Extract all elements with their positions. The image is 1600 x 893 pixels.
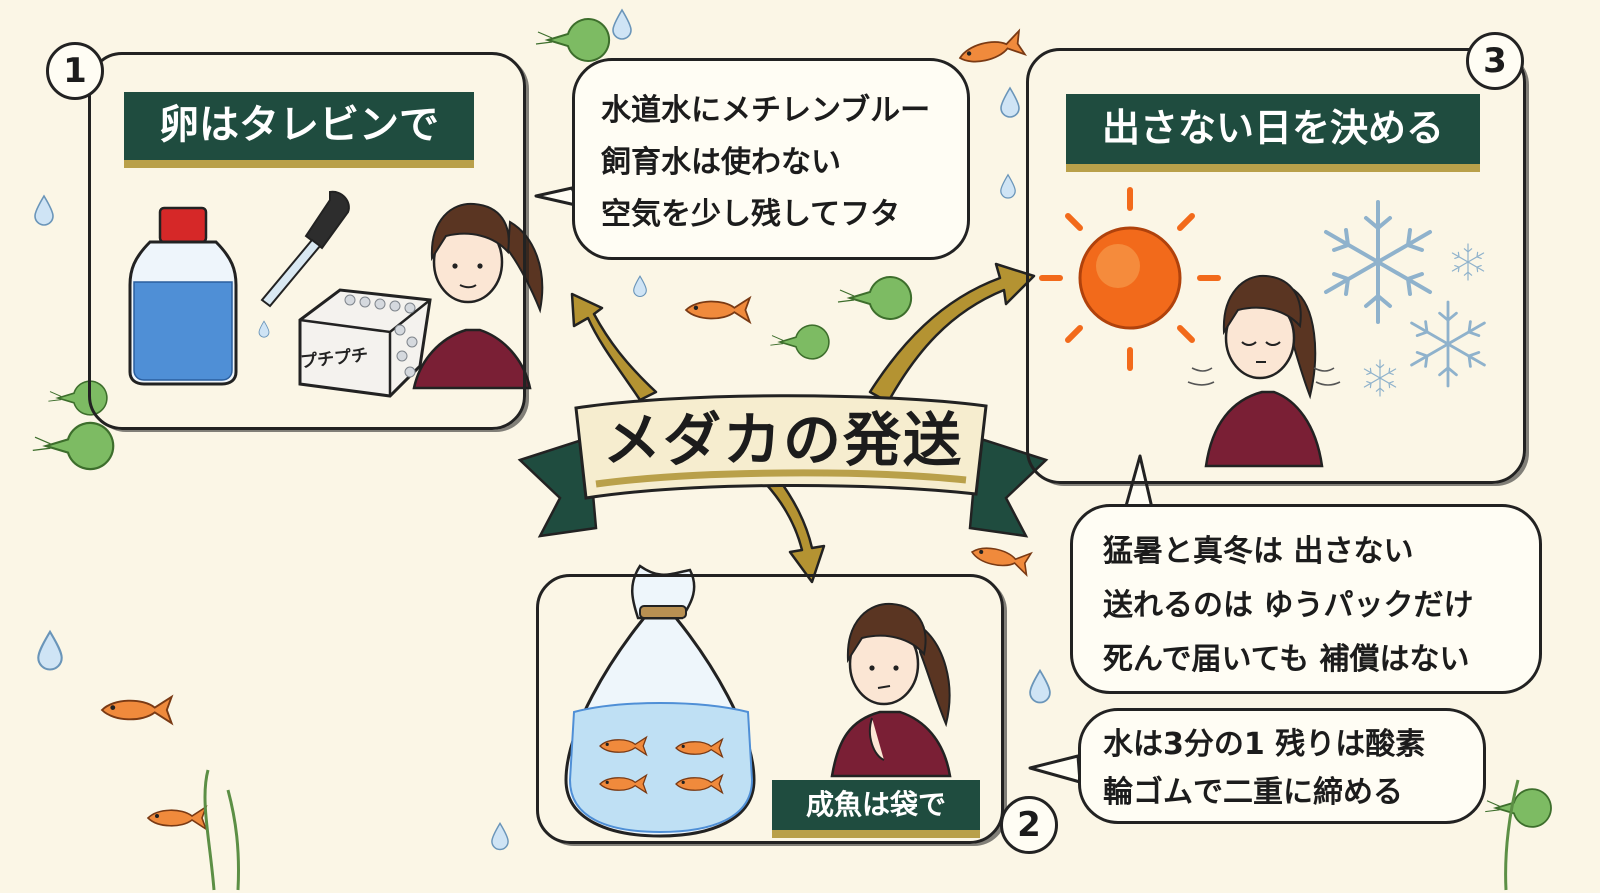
step-number-1: 1 — [46, 42, 104, 100]
decorative-elements — [31, 9, 1552, 891]
bubble-1-line-2: 飼育水は使わない — [601, 145, 841, 180]
bottle-illustration — [128, 206, 238, 386]
sun-illustration — [1039, 187, 1221, 371]
step-number-3: 3 — [1466, 32, 1524, 90]
bubble-1-line-3: 空気を少し残してフタ — [601, 197, 901, 232]
bubble-tail-2 — [1028, 754, 1082, 784]
panel-2-frame — [536, 574, 1004, 844]
speech-bubble-2: 水は3分の1 残りは酸素 輪ゴムで二重に締める — [1078, 708, 1486, 824]
bubble-3-line-1: 猛暑と真冬は 出さない — [1103, 534, 1414, 569]
panel-1-frame — [88, 52, 526, 430]
bubble-2-line-1: 水は3分の1 残りは酸素 — [1103, 727, 1426, 762]
panel-2-header: 成魚は袋で — [772, 780, 980, 838]
arrow-to-panel-2 — [764, 476, 826, 584]
woman-illustration-2 — [830, 602, 952, 778]
bubble-wrap-box-illustration — [298, 288, 432, 398]
speech-bubble-1: 水道水にメチレンブルー 飼育水は使わない 空気を少し残してフタ — [572, 58, 970, 260]
bubble-2-line-2: 輪ゴムで二重に締める — [1103, 775, 1403, 810]
fish-bag-illustration — [564, 564, 756, 838]
bubble-3-line-2: 送れるのは ゆうパックだけ — [1103, 588, 1474, 623]
dropper-illustration — [258, 190, 350, 338]
arrow-to-panel-1 — [570, 292, 658, 402]
bubble-1-line-1: 水道水にメチレンブルー — [601, 93, 931, 128]
main-title: メダカの発送 — [602, 406, 963, 474]
arrows — [570, 262, 1036, 584]
bubble-3-line-3: 死んで届いても 補償はない — [1103, 642, 1470, 677]
panel-1-header: 卵はタレビンで — [124, 92, 474, 168]
step-number-2: 2 — [1000, 796, 1058, 854]
title-banner-ribbon — [517, 394, 1049, 538]
panel-3-header: 出さない日を決める — [1066, 94, 1480, 172]
speech-bubble-3: 猛暑と真冬は 出さない 送れるのは ゆうパックだけ 死んで届いても 補償はない — [1070, 504, 1542, 694]
panel-3-frame — [1026, 48, 1526, 484]
woman-illustration-3 — [1187, 274, 1341, 468]
arrow-to-panel-3 — [868, 262, 1036, 404]
